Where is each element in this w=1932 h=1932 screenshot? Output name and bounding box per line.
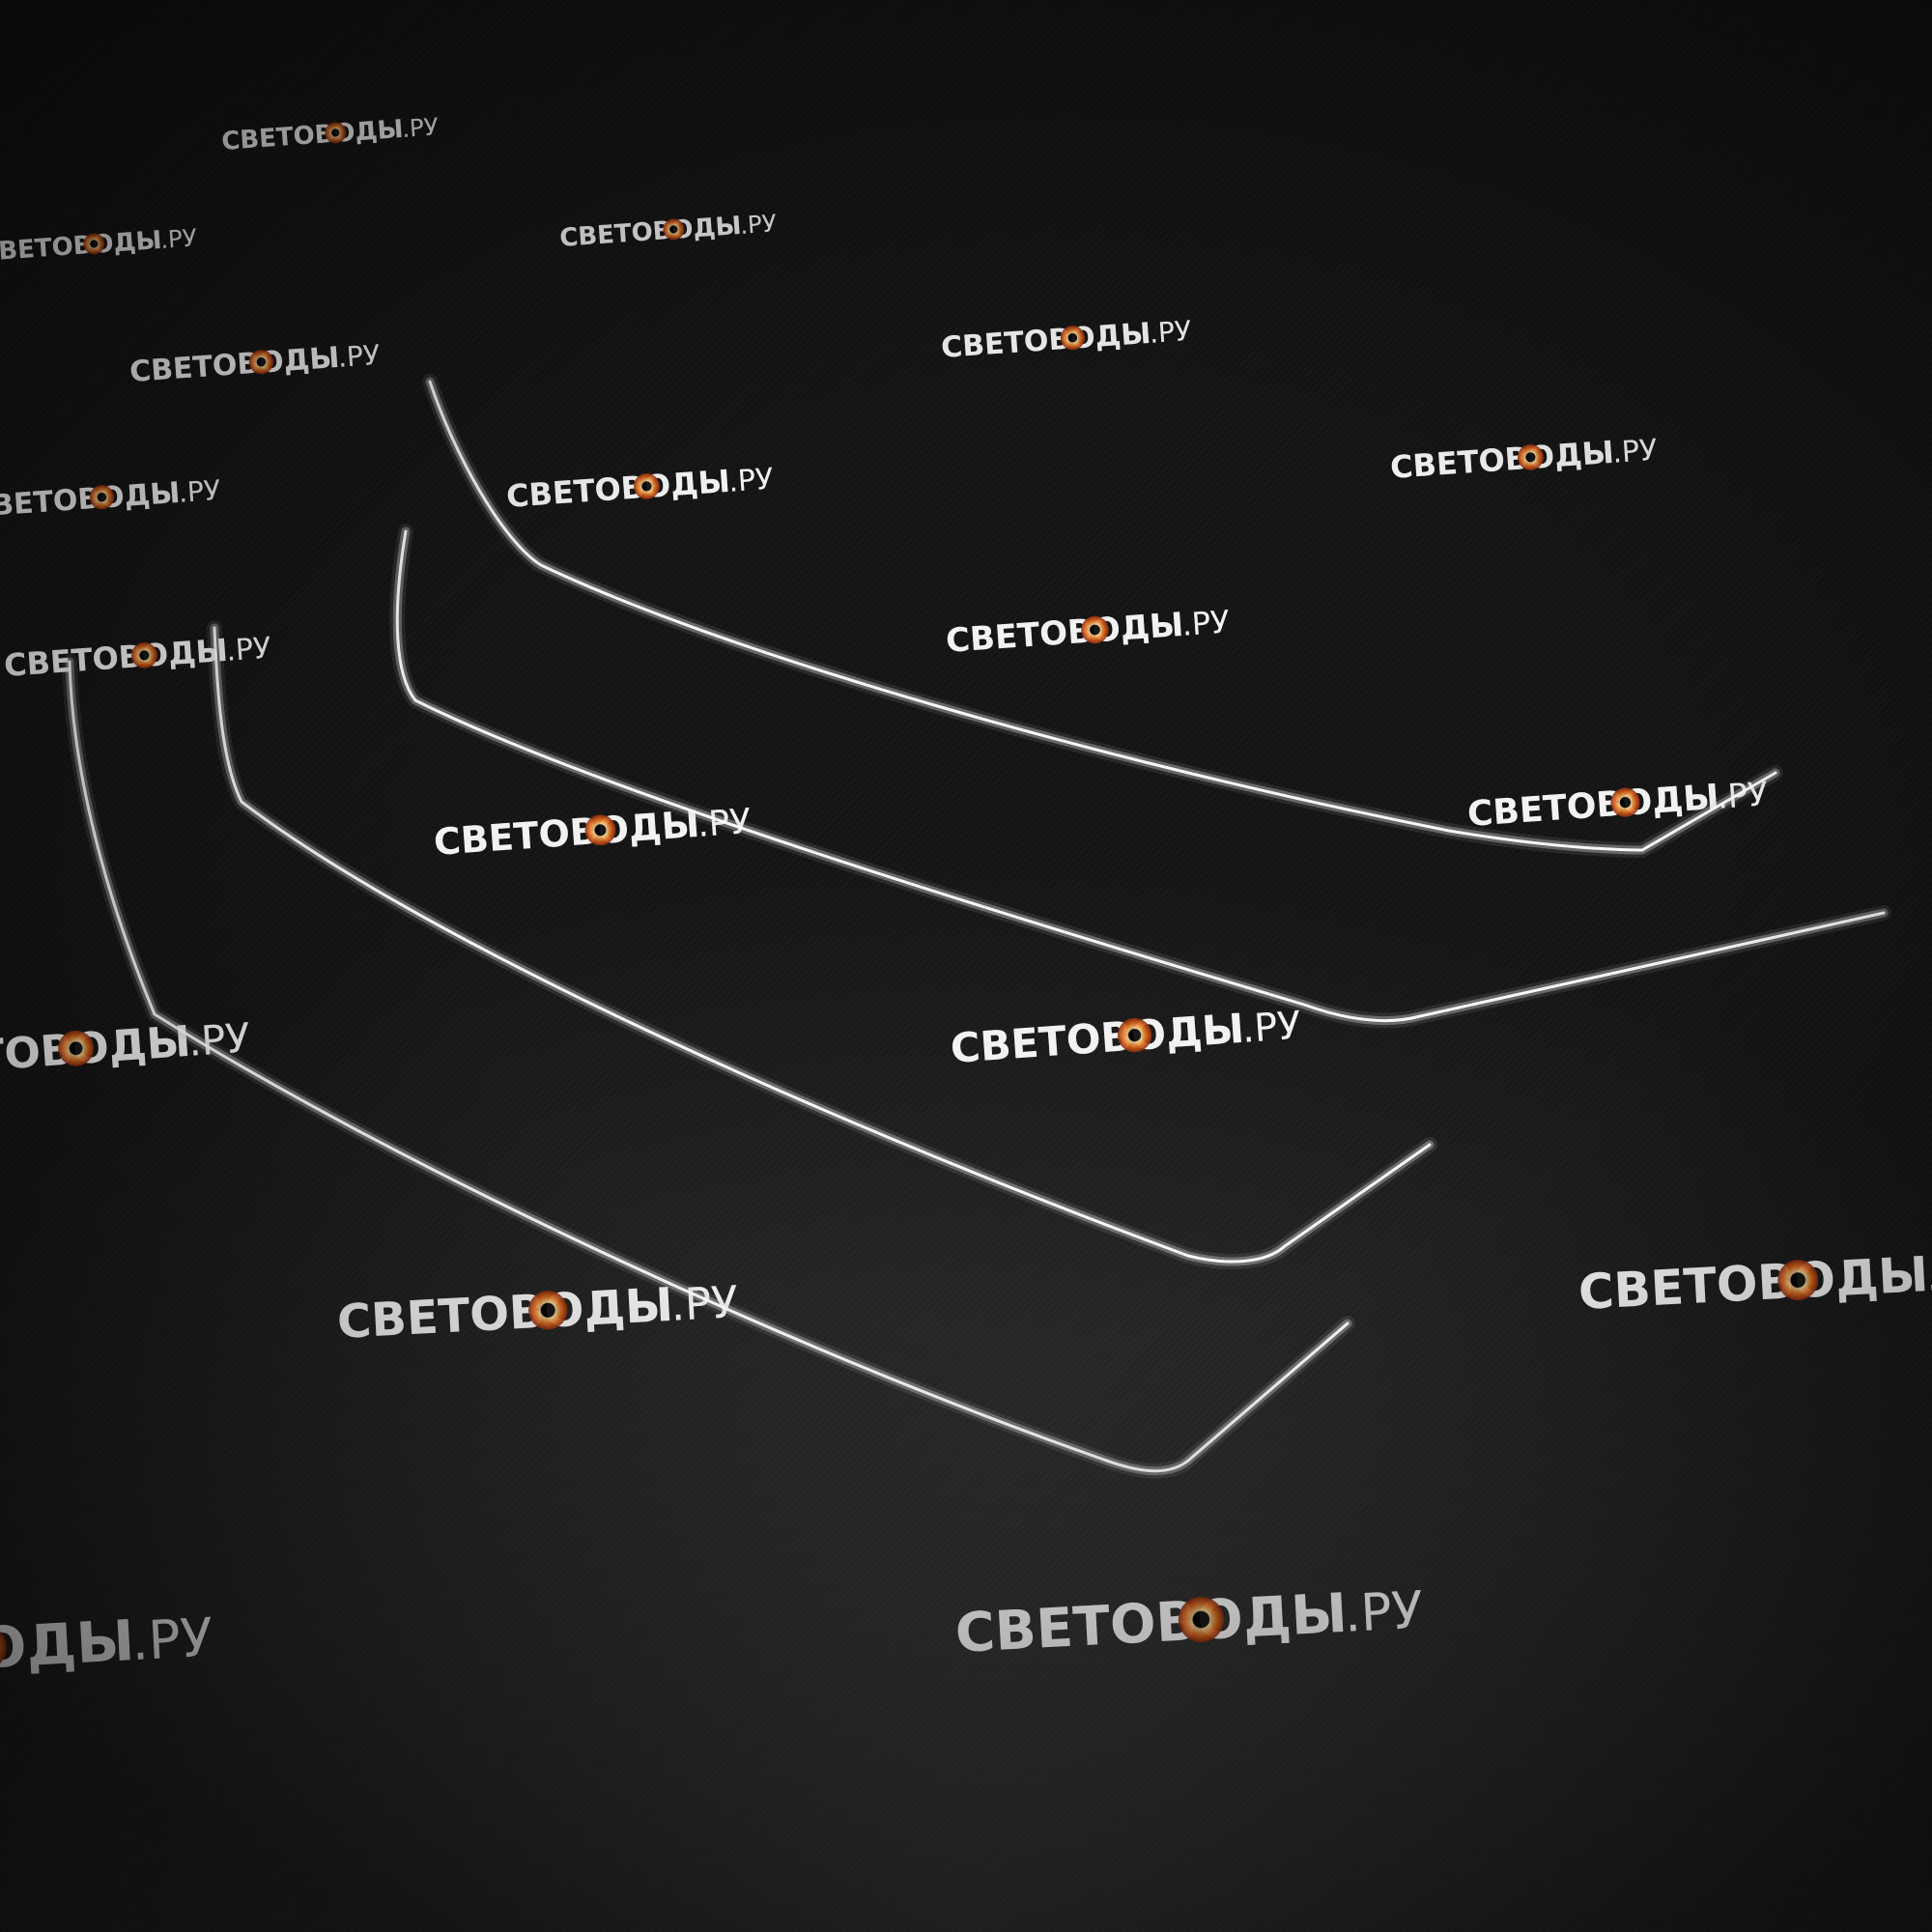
photo-background: СВЕТОВОДЫ.РУСВЕТОВОДЫ.РУСВЕТОВОДЫ.РУСВЕТ… bbox=[0, 0, 1932, 1932]
vignette bbox=[0, 0, 1932, 1932]
